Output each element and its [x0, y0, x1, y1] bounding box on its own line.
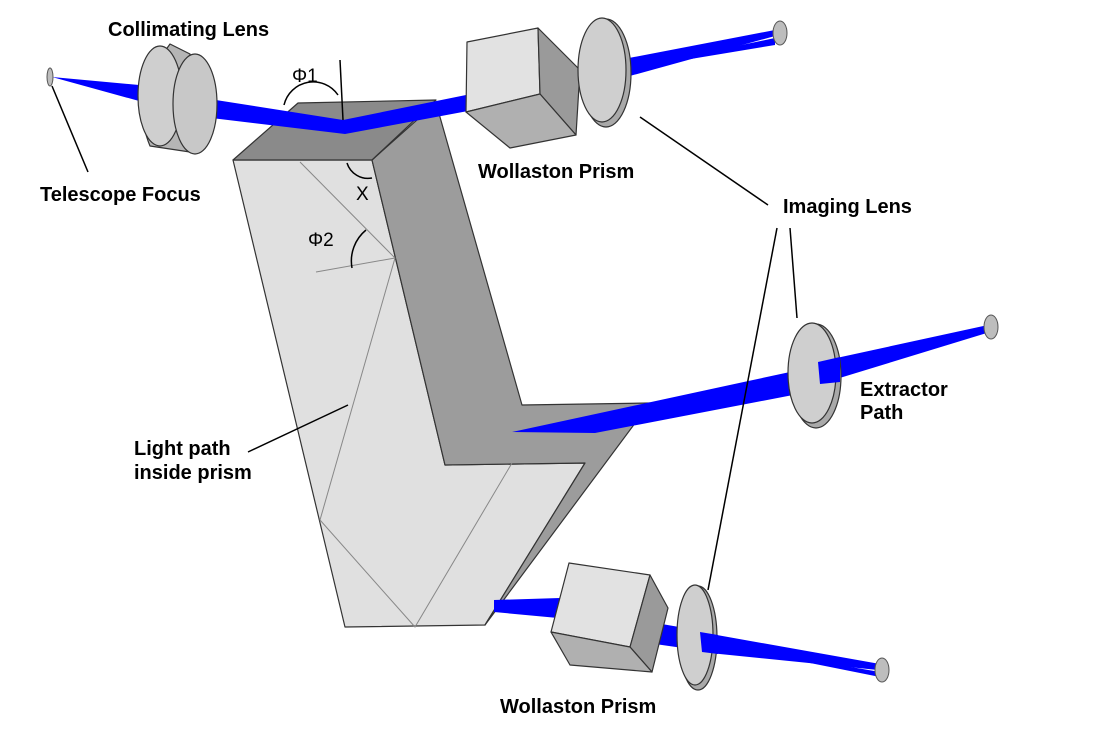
extractor-path-label-line2: Path [860, 402, 903, 424]
telescope-focus-leader [51, 85, 89, 173]
imaging-lens-top [577, 17, 632, 128]
bottom-image-point [874, 657, 890, 683]
extractor-path-label-line1: Extractor [860, 379, 948, 401]
beam-input-cone [52, 77, 150, 104]
leader-lines [51, 85, 798, 591]
beam-collimated [203, 95, 468, 134]
wollaston-prism-bottom [550, 562, 669, 673]
collimating-lens [137, 43, 218, 155]
beam-bottom-output-upper [700, 632, 880, 670]
beam-bottom-in [494, 598, 560, 618]
wollaston-prism-top-label: Wollaston Prism [478, 161, 634, 183]
telescope-focus-label: Telescope Focus [40, 184, 201, 206]
wollaston-prism-bottom-label: Wollaston Prism [500, 696, 656, 718]
internal-light-path [299, 161, 513, 628]
extractor-image-point [983, 314, 999, 340]
beam-extractor-in [512, 372, 793, 433]
phi2-angle-arc [350, 229, 367, 269]
phi1-normal-line [339, 59, 344, 121]
imaging-lens-leader-bottom [707, 227, 778, 591]
beam-bottom-through-lens [700, 632, 718, 654]
phi1-angle-label: Φ1 [292, 66, 318, 87]
imaging-lens-extractor [787, 322, 842, 429]
beam-top-output-lower [612, 38, 775, 72]
telescope-focus-point [46, 67, 54, 87]
top-image-point [772, 20, 788, 46]
beam-extractor-through-lens [818, 357, 840, 384]
imaging-lens-leader-top [639, 116, 769, 206]
phi2-angle-label: Φ2 [308, 230, 334, 251]
light-path-label-line2: inside prism [134, 462, 252, 484]
wollaston-prism-top [465, 27, 581, 149]
imaging-lens-leader-extractor [789, 227, 798, 319]
light-path-label-line1: Light path [134, 438, 231, 460]
phi1-angle-arc [283, 81, 339, 106]
collimating-lens-label: Collimating Lens [108, 19, 269, 41]
chi-angle-arc [346, 162, 373, 180]
beam-bottom-output-lower [705, 642, 880, 677]
phi2-normal-line [315, 257, 396, 273]
light-path-leader [247, 404, 349, 453]
imaging-lens-label: Imaging Lens [783, 196, 912, 218]
imaging-lens-bottom [676, 584, 718, 691]
beam-extractor-out [818, 325, 990, 384]
prism-side-face [371, 102, 651, 626]
chi-angle-label: X [356, 184, 369, 205]
